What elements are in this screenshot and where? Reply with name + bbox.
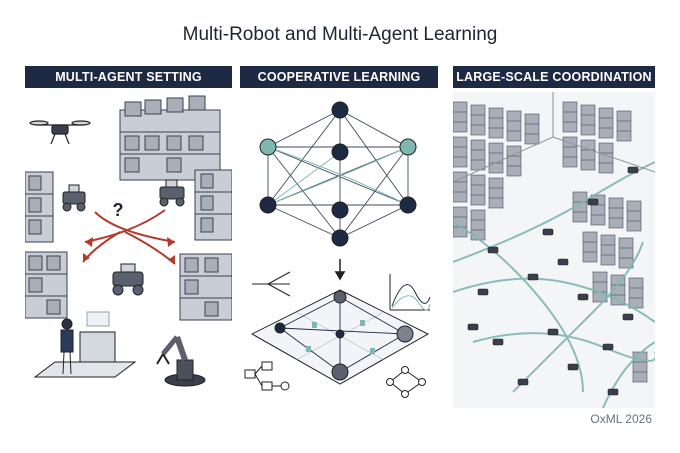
warehouse-shelf-icon — [608, 197, 624, 229]
warehouse-shelf-icon — [488, 107, 504, 139]
footer-credit: OxML 2026 — [590, 412, 652, 426]
mobile-robot-icon — [622, 313, 634, 321]
mobile-robot-icon — [577, 293, 589, 301]
warehouse-shelf-icon — [580, 104, 596, 136]
warehouse-shelf-icon — [506, 145, 522, 177]
warehouse-shelf-icon — [572, 191, 588, 223]
warehouse-shelf-icon — [453, 206, 468, 238]
question-mark: ? — [113, 200, 124, 220]
mobile-robot-icon — [527, 273, 539, 281]
warehouse-shelf-icon — [488, 177, 504, 209]
warehouse-shelf-icon — [453, 101, 468, 133]
arrow-down-icon — [334, 259, 346, 281]
large-scale-coordination-illustration — [453, 92, 655, 408]
warehouse-shelf-icon — [25, 171, 54, 243]
mobile-robot-icon — [467, 323, 479, 331]
warehouse-shelf-icon — [524, 113, 540, 145]
warehouse-shelf-icon — [453, 171, 468, 203]
mobile-robot-icon — [547, 328, 559, 336]
arrowhead-icon — [83, 237, 175, 264]
shared-environment-plane — [250, 289, 430, 385]
page-title: Multi-Robot and Multi-Agent Learning — [182, 24, 498, 45]
mobile-robot-icon — [487, 246, 499, 254]
mobile-robot-icon — [477, 288, 489, 296]
drone-icon — [29, 120, 91, 145]
cooperative-learning-illustration — [244, 101, 431, 398]
ground-robot-icon — [62, 184, 86, 212]
floor-walls — [453, 92, 655, 183]
warehouse-shelf-icon — [618, 237, 634, 269]
mobile-robot-icon — [607, 388, 619, 396]
warehouse-shelf-icon — [600, 234, 616, 266]
warehouse-shelf-icon — [453, 136, 468, 168]
warehouse-shelf-icon — [488, 142, 504, 174]
warehouse-shelf-icon — [194, 169, 232, 241]
vector-fan-icon — [252, 271, 291, 297]
warehouse-shelf-icon — [632, 351, 648, 383]
agent-node-icon — [259, 101, 417, 247]
mobile-robot-icon — [542, 228, 554, 236]
robot-arm-icon — [156, 335, 206, 387]
warehouse-shelf-icon — [25, 251, 68, 319]
mobile-robot-icon — [587, 198, 599, 206]
ground-robot-icon — [159, 179, 185, 207]
warehouse-shelf-icon — [179, 253, 232, 321]
warehouse-shelf-icon — [119, 95, 221, 181]
warehouse-shelf-icon — [562, 101, 578, 133]
line-plot-icon — [389, 274, 431, 311]
warehouse-shelf-icon — [470, 209, 486, 241]
mobile-robot-icon — [492, 338, 504, 346]
mobile-robot-icon — [602, 343, 614, 351]
warehouse-shelf-icon — [616, 110, 632, 142]
shelf-rows — [453, 101, 648, 383]
robot-paths — [453, 161, 655, 408]
panel-header-large-scale: LARGE-SCALE COORDINATION — [453, 66, 655, 88]
warehouse-shelf-icon — [582, 231, 598, 263]
warehouse-shelf-icon — [470, 104, 486, 136]
robot-fleet — [467, 166, 639, 396]
mobile-robot-icon — [627, 166, 639, 174]
warehouse-shelf-icon — [470, 174, 486, 206]
network-diagram-icon — [386, 366, 426, 398]
mobile-robot-icon — [567, 363, 579, 371]
multi-agent-illustration: ? — [25, 95, 232, 387]
warehouse-shelf-icon — [470, 139, 486, 171]
mobile-robot-icon — [517, 378, 529, 386]
warehouse-shelf-icon — [598, 142, 614, 174]
panel-header-multi-agent: MULTI-AGENT SETTING — [25, 66, 232, 88]
operator-icon — [33, 311, 137, 378]
warehouse-shelf-icon — [580, 139, 596, 171]
mobile-robot-icon — [557, 258, 569, 266]
conflict-arrows-icon — [82, 209, 176, 265]
tree-diagram-icon — [244, 361, 290, 391]
warehouse-shelf-icon — [626, 200, 642, 232]
panel-header-cooperative: COOPERATIVE LEARNING — [240, 66, 438, 88]
ground-robot-icon — [112, 263, 144, 296]
warehouse-shelf-icon — [592, 271, 608, 303]
warehouse-shelf-icon — [506, 110, 522, 142]
warehouse-shelf-icon — [628, 277, 644, 309]
warehouse-shelf-icon — [598, 107, 614, 139]
